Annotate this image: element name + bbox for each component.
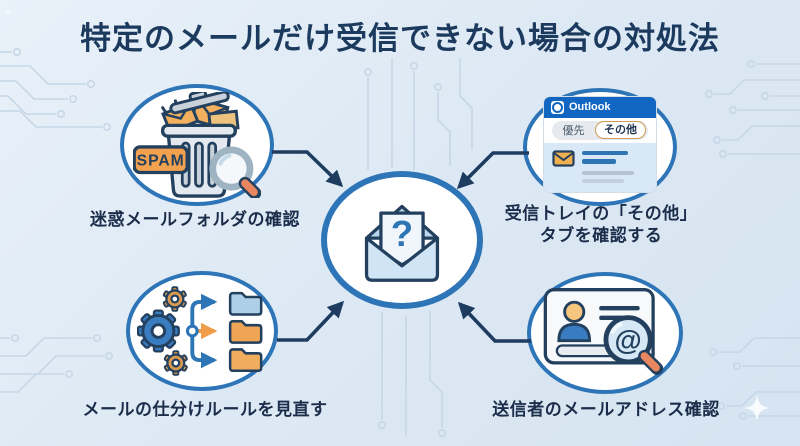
- sorting-rules-circle: [126, 271, 278, 391]
- sender-address-circle: @: [527, 272, 683, 394]
- svg-text:SPAM: SPAM: [137, 153, 185, 170]
- folder-icon: [228, 320, 263, 344]
- outlook-tab-circle: Outlook 優先 その他: [523, 88, 677, 206]
- text-line: [582, 170, 634, 175]
- svg-text:?: ?: [391, 213, 413, 254]
- sender-address-label: 送信者のメールアドレス確認: [492, 400, 720, 419]
- at-magnifier-icon: @: [603, 315, 664, 375]
- tab-priority: 優先: [562, 125, 585, 137]
- arrow-rules-to-hub: [277, 300, 345, 342]
- outlook-header: Outlook: [544, 96, 656, 118]
- sorting-rules-icon: [137, 286, 263, 376]
- folder-icon: [228, 291, 263, 316]
- spam-folder-label: 迷惑メールフォルダの確認: [90, 210, 300, 229]
- folder-icon: [228, 348, 263, 373]
- trash-lid: [169, 92, 230, 115]
- envelope-question-icon: ?: [364, 204, 440, 282]
- id-card-icon: @: [543, 288, 664, 375]
- magnifier-icon: [209, 146, 261, 198]
- page-title: 特定のメールだけ受信できない場合の対処法: [80, 21, 720, 56]
- trash-spam-icon: SPAM: [133, 92, 261, 198]
- tab-other: その他: [595, 121, 646, 139]
- sparkle-icon: [5, 9, 770, 421]
- hub-circle: ?: [321, 171, 483, 309]
- svg-text:@: @: [614, 324, 641, 355]
- text-line: [582, 150, 628, 155]
- outlook-tab-bar: 優先 その他: [544, 117, 656, 143]
- outlook-tab-label: 受信トレイの「その他」 タブを確認する: [486, 203, 716, 248]
- gear-icon: [137, 309, 180, 353]
- outlook-tab-label-line1: 受信トレイの「その他」: [504, 204, 698, 223]
- arrow-sender-to-hub: [457, 301, 531, 343]
- gear-icon: [163, 350, 188, 376]
- outlook-mail-preview: [544, 142, 656, 192]
- text-line: [582, 159, 616, 164]
- branch-node: [185, 324, 199, 338]
- spam-folder-circle: SPAM: [120, 84, 274, 206]
- arrow-outlook-to-hub: [456, 151, 529, 190]
- envelope-icon: [552, 149, 575, 167]
- outlook-app-name: Outlook: [569, 101, 611, 113]
- outlook-tab-label-line2: タブを確認する: [539, 226, 663, 246]
- outlook-window: Outlook 優先 その他: [544, 96, 656, 192]
- avatar: [557, 300, 592, 343]
- sorting-rules-label: メールの仕分けルールを見直す: [82, 400, 328, 419]
- text-line: [582, 178, 624, 183]
- outlook-logo-icon: [551, 100, 564, 114]
- arrow-spam-to-hub: [272, 150, 344, 188]
- gear-icon: [162, 286, 187, 312]
- spam-badge: SPAM: [133, 145, 189, 175]
